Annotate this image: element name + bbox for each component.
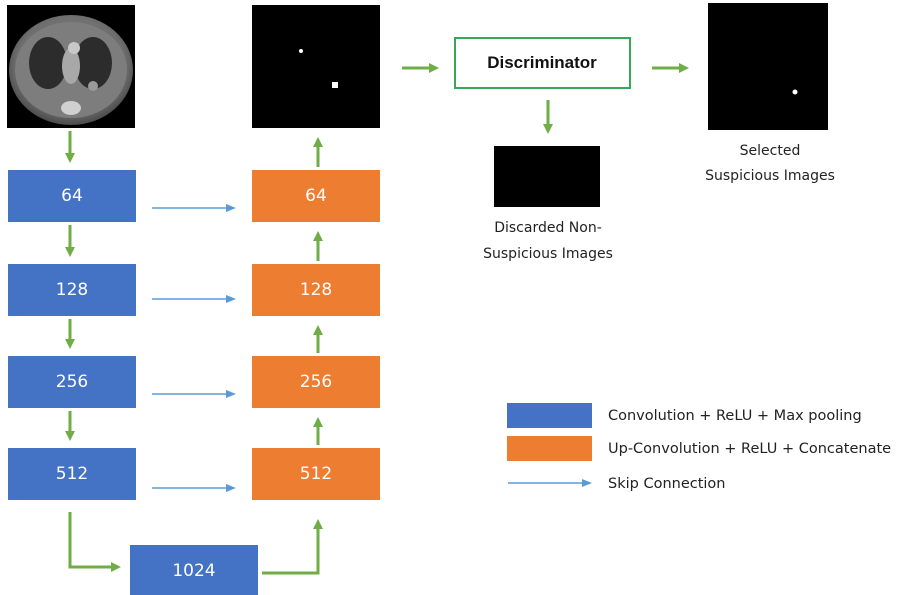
encoder-path: 64 128 256 512 [8,170,136,500]
encoder-block-label: 128 [56,280,88,300]
segmentation-mask-image [252,5,380,128]
skip-connections [152,204,236,492]
discarded-output: Discarded Non- Suspicious Images [483,146,613,262]
discriminator-label: Discriminator [487,53,597,72]
encoder-flow-arrows [65,131,121,572]
encoder-block-label: 512 [56,464,88,484]
decoder-block-label: 128 [300,280,332,300]
discarded-image [494,146,600,207]
legend-encoder-label: Convolution + ReLU + Max pooling [608,408,862,424]
discriminator-box: Discriminator [454,37,631,89]
decoder-block-128 [252,264,380,316]
encoder-block-256 [8,356,136,408]
legend-decoder-label: Up-Convolution + ReLU + Concatenate [608,441,891,457]
decoder-path: 64 128 256 512 [252,170,380,500]
selected-output: Selected Suspicious Images [705,3,835,184]
encoder-block-64 [8,170,136,222]
selected-image [708,3,828,130]
to-bottleneck-arrow [68,512,121,572]
selected-caption-line2: Suspicious Images [705,168,835,184]
legend-skip-label: Skip Connection [608,476,726,492]
decoder-block-256 [252,356,380,408]
bottleneck-block-1024 [130,545,258,595]
decoder-flow-arrows [262,63,689,575]
from-bottleneck-arrow [262,519,323,575]
encoder-block-label: 256 [56,372,88,392]
decoder-block-512 [252,448,380,500]
discarded-caption-line2: Suspicious Images [483,246,613,262]
discarded-caption-line1: Discarded Non- [494,220,602,236]
encoder-block-128 [8,264,136,316]
bottleneck-label: 1024 [172,561,215,581]
legend-decoder-swatch [507,436,592,461]
legend-encoder-swatch [507,403,592,428]
ct-scan-image [7,5,135,128]
encoder-block-label: 64 [61,186,83,206]
selected-caption-line1: Selected [740,143,801,159]
decoder-block-label: 512 [300,464,332,484]
decoder-block-label: 64 [305,186,327,206]
legend: Convolution + ReLU + Max pooling Up-Conv… [507,403,891,492]
decoder-block-64 [252,170,380,222]
decoder-block-label: 256 [300,372,332,392]
encoder-block-512 [8,448,136,500]
